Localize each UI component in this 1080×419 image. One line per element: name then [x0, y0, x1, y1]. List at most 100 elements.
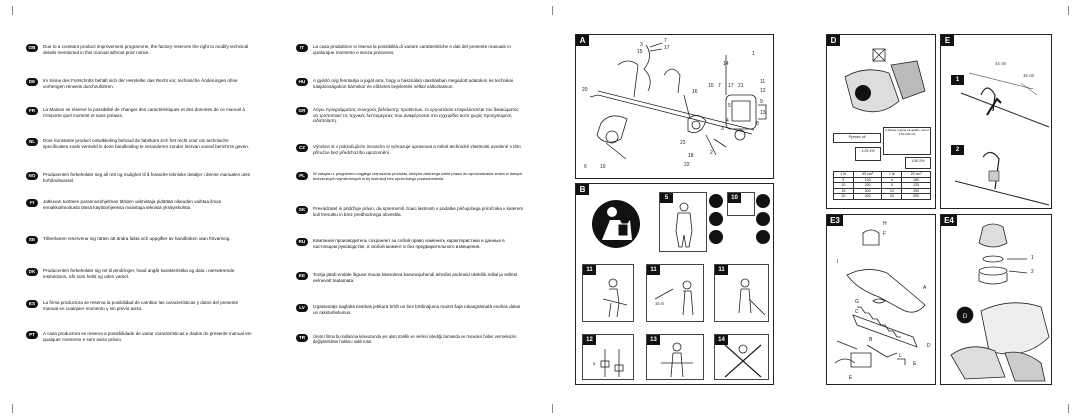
- panel-label: E: [941, 35, 954, 46]
- callout: 17: [664, 45, 670, 51]
- table-cell: 20: [881, 193, 903, 200]
- callout: 13: [760, 110, 766, 116]
- dimension-label: 44 cm: [995, 61, 1007, 66]
- ear-protection-icon: [709, 230, 723, 244]
- notice-text: La firma productora se reserva la posibi…: [43, 300, 239, 311]
- protective-gear-figure: [675, 202, 693, 248]
- table-header-row: 1 ltr 40 cm³ 1 ltr 20 cm³: [833, 171, 931, 178]
- part-letter: A: [923, 285, 927, 291]
- crop-mark: [552, 6, 553, 15]
- callout: 21: [738, 83, 744, 89]
- part-letter: I: [837, 259, 839, 265]
- oil-header-right: 2-Stroke engine oil quality: rati of 1:5…: [883, 127, 931, 155]
- pictogram-box-10: 10: [727, 192, 755, 216]
- part-letter: C: [855, 309, 859, 315]
- pictogram-number: 11: [583, 265, 596, 275]
- notice-text: La Maison se réserve la possibilité de c…: [43, 107, 245, 118]
- lang-badge-pl: PL: [296, 172, 308, 180]
- pictogram-number: 11: [647, 265, 660, 275]
- crop-mark: [12, 6, 13, 15]
- panel-label: A: [576, 35, 589, 46]
- operator-stance-drawing: [661, 342, 693, 378]
- panel-label: E4: [941, 215, 957, 226]
- table-cell: 500: [901, 193, 931, 200]
- lang-badge-hu: HU: [296, 78, 308, 86]
- callout: 14: [723, 61, 729, 67]
- notice-fi: FI Jatkuvan tuotteen parannusohjelman täh…: [26, 199, 254, 236]
- notice-text: Výrobce si v pokračujícím inovacím si vy…: [313, 144, 521, 155]
- notice-text: W związku z programem ciągłego ulepszani…: [313, 171, 523, 181]
- goggles-icon: [709, 212, 723, 226]
- handle-measure-drawing: [960, 72, 1050, 128]
- callout: 20: [582, 87, 588, 93]
- pictogram-number: 10: [728, 193, 741, 203]
- lang-badge-fi: FI: [26, 199, 38, 207]
- notice-de: DE Im Sinne des Fortschritts behält sich …: [26, 78, 254, 107]
- part-number: 1: [1031, 255, 1034, 261]
- lang-badge-nl: NL: [26, 138, 38, 146]
- ratio-left: 1:25 4%: [855, 147, 881, 161]
- protective-gear-icons: [709, 194, 725, 248]
- lang-badge-ee: EE: [296, 272, 308, 280]
- helmet-icon: [709, 194, 723, 208]
- callout: 17: [728, 83, 734, 89]
- pictogram-box-11c: 11: [714, 264, 769, 322]
- fuel-mix-table: 1 ltr 40 cm³ 1 ltr 20 cm³ 5 100 4 180 10…: [833, 171, 931, 200]
- notice-text: Prevádzateľ si pridržuje právo, da sprem…: [313, 206, 524, 217]
- handle-detail-drawing: [600, 349, 624, 377]
- lang-badge-gb: GB: [26, 44, 38, 52]
- callout: 23: [680, 140, 686, 146]
- read-manual-pictogram: [592, 200, 640, 248]
- lang-badge-cz: CZ: [296, 144, 308, 152]
- notice-text: Компания производитель сохраняет за собо…: [313, 238, 505, 249]
- callout: 7: [664, 38, 667, 44]
- callout: 18: [688, 153, 694, 159]
- notice-text: Im Sinne des Fortschritts behält sich de…: [43, 78, 238, 89]
- pictogram-box-11b: 11 15 m: [646, 264, 704, 322]
- fuel-tank-drawing: [844, 48, 926, 113]
- notice-pl: PL W związku z programem ciągłego ulepsza…: [296, 171, 524, 206]
- callout: 10: [708, 83, 714, 89]
- notice-text: Izgatavotājs saglabā tiesības jebkurā br…: [313, 304, 521, 315]
- lang-badge-dk: DK: [26, 268, 38, 276]
- pictogram-box-14: 14: [714, 334, 769, 380]
- table-row: 20 400 20 500: [833, 193, 931, 200]
- lang-badge-es: ES: [26, 300, 38, 308]
- callout: 3: [721, 126, 724, 132]
- panel-label: D: [827, 35, 840, 46]
- safety-distance-label: 15 m: [655, 301, 665, 306]
- lang-badge-tr: TR: [296, 334, 308, 342]
- notice-cz: CZ Výrobce si v pokračujícím inovacím si …: [296, 144, 524, 172]
- panel-e-handle-position: E 1 44 cm 15 cm 2: [940, 34, 1052, 209]
- notice-text: Jatkuvan tuotteen parannusohjelman tähde…: [43, 199, 222, 210]
- part-letter: L: [899, 353, 902, 359]
- panel-label: B: [576, 184, 589, 195]
- part-letter: H: [883, 221, 887, 227]
- notice-text: Producenten forbeholder sig ret til ændr…: [43, 268, 235, 279]
- callout: 4: [726, 118, 729, 124]
- callout: 12: [760, 88, 766, 94]
- lang-badge-de: DE: [26, 78, 38, 86]
- notice-tr: TR Üretici firma bu kullanma kılavuzunda …: [296, 334, 524, 362]
- part-letter: F: [883, 231, 887, 237]
- lang-badge-it: IT: [296, 44, 308, 52]
- callout: 6: [584, 164, 587, 170]
- notice-text: Üretici firma bu kullanma kılavuzunda ye…: [313, 334, 517, 344]
- part-number: 2: [1031, 269, 1034, 275]
- lang-badge-fr: FR: [26, 107, 38, 115]
- lang-badge-sk: SK: [296, 206, 308, 214]
- part-letter: D: [927, 343, 931, 349]
- circle-letter: D: [963, 314, 968, 320]
- cutting-pictogram: [738, 278, 766, 316]
- callout: 15: [637, 49, 643, 55]
- pictogram-number: 13: [647, 335, 660, 345]
- pictogram-number: 12: [583, 335, 596, 345]
- panel-b-safety-pictograms: B 5 10 11 11 15 m: [575, 183, 774, 385]
